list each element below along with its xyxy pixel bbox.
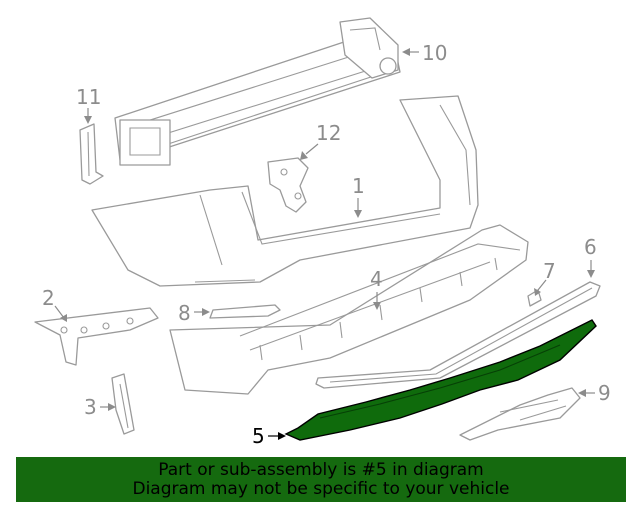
callout-11-number: 11 [76,85,101,109]
banner-line-1: Part or sub-assembly is #5 in diagram [158,460,484,480]
part-3-bracket[interactable] [111,373,135,435]
parts-diagram: 1 2 3 4 5 6 7 8 9 10 [34,17,611,448]
callout-5-number: 5 [252,424,265,448]
callout-8: 8 [178,301,210,325]
callout-2: 2 [42,286,67,322]
callout-11: 11 [76,85,101,124]
part-5-shape [284,319,597,441]
banner-line-2: Diagram may not be specific to your vehi… [132,479,510,499]
callout-8-number: 8 [178,301,191,325]
part-10-impact-bar[interactable] [114,17,401,166]
callout-3: 3 [84,395,116,419]
callout-1-number: 1 [352,174,365,198]
part-5-highlighted[interactable] [284,319,597,441]
callout-10: 10 [402,41,447,65]
part-12-bracket[interactable] [267,157,309,213]
part-1-bumper-cover[interactable] [91,95,479,287]
part-8-reflector[interactable] [209,304,281,319]
callout-2-number: 2 [42,286,55,310]
callout-10-number: 10 [422,41,447,65]
callout-6-number: 6 [584,235,597,259]
callout-4-number: 4 [370,267,383,291]
callout-6: 6 [584,235,597,278]
callout-5: 5 [252,424,286,448]
part-11-bracket[interactable] [79,123,104,185]
part-9-lower-trim[interactable] [459,387,581,441]
callout-7: 7 [534,259,556,296]
part-6-molding[interactable] [315,281,601,389]
callout-1: 1 [352,174,365,218]
callout-12-number: 12 [316,121,341,145]
callout-9-number: 9 [598,381,611,405]
callout-9: 9 [578,381,611,405]
part-4-bumper-lower[interactable] [169,224,529,395]
callout-12: 12 [300,121,341,160]
callout-4: 4 [370,267,383,310]
part-2-bracket[interactable] [34,307,159,366]
callout-7-number: 7 [543,259,556,283]
callout-3-number: 3 [84,395,97,419]
info-banner: Part or sub-assembly is #5 in diagram Di… [16,457,626,502]
